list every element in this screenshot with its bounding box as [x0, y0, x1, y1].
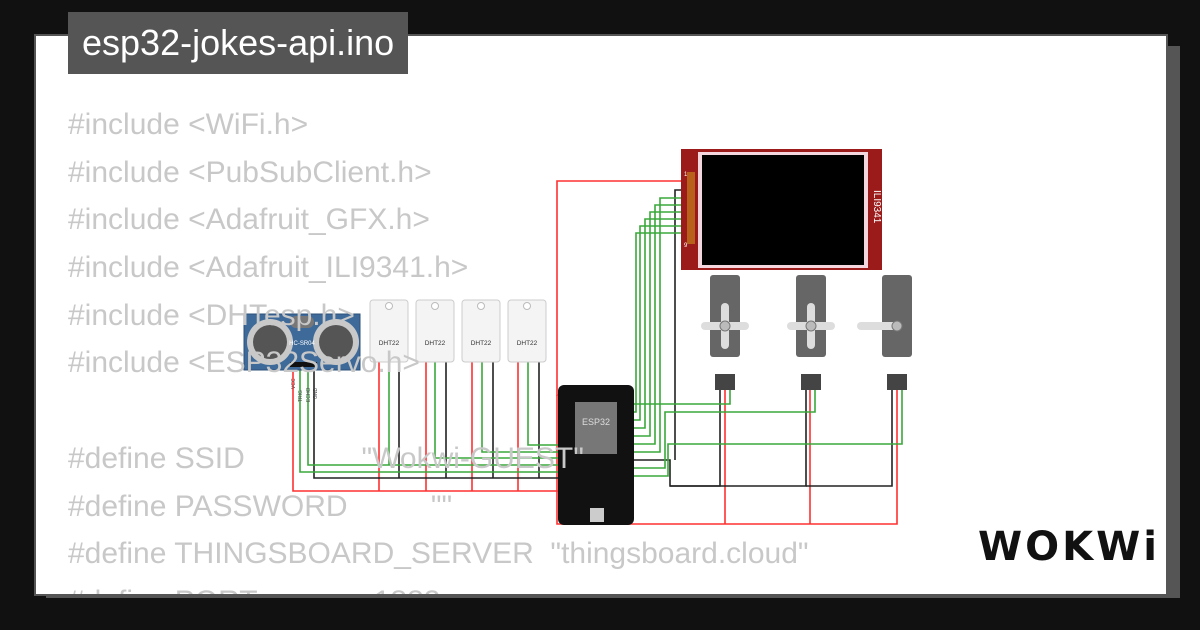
signal-wires	[299, 197, 903, 477]
servo-motor[interactable]	[787, 275, 835, 390]
display-pin-first: 1	[684, 172, 688, 178]
ultrasonic-label: HC-SR04	[289, 341, 315, 347]
code-area: #include <WiFi.h> #include <PubSubClient…	[34, 34, 1168, 596]
ultrasonic-pin-trig: TRIG	[298, 390, 304, 402]
code-line: #define PORT 1883	[68, 578, 809, 594]
code-line: #include <DHTesp.h>	[68, 298, 355, 332]
code-background: #include <WiFi.h> #include <PubSubClient…	[68, 101, 809, 594]
dht22-label: DHT22	[379, 340, 400, 347]
dht22-sensor[interactable]: DHT22	[461, 299, 501, 363]
ultrasonic-pin-echo: ECHO	[306, 387, 312, 402]
file-title: esp32-jokes-api.ino	[68, 12, 409, 74]
dht22-label: DHT22	[517, 340, 538, 347]
code-line: #include <WiFi.h>	[68, 108, 309, 141]
wokwi-logo: WOKWi	[978, 524, 1160, 570]
dht22-label: DHT22	[425, 340, 446, 347]
esp32-label: ESP32	[582, 417, 610, 427]
code-line: #define THINGSBOARD_SERVER "thingsboard.…	[68, 537, 809, 571]
servo-motor[interactable]	[857, 275, 912, 390]
code-line	[68, 387, 809, 435]
code-line: #include <PubSubClient.h>	[68, 155, 432, 189]
code-line: #include <Adafruit_GFX.h>	[68, 203, 430, 237]
ultrasonic-pin-gnd: GND	[313, 388, 319, 400]
ultrasonic-sensor[interactable]: HC-SR04 VCC TRIG ECHO GND	[243, 313, 361, 402]
display-label: ILI9341	[871, 190, 882, 224]
servo-motor[interactable]	[701, 275, 749, 390]
dht22-sensors: DHT22 DHT22 DHT22 DHT22	[369, 299, 547, 363]
dht22-sensor[interactable]: DHT22	[507, 299, 547, 363]
dht22-sensor[interactable]: DHT22	[369, 299, 409, 363]
dht22-label: DHT22	[471, 340, 492, 347]
code-line: #include <Adafruit_ILI9341.h>	[68, 251, 469, 285]
display-pin-last: 9	[684, 243, 688, 249]
esp32-board[interactable]: ESP32	[558, 385, 634, 525]
code-line: #define SSID "Wokwi-GUEST"	[68, 441, 584, 475]
dht22-sensor[interactable]: DHT22	[415, 299, 455, 363]
code-line: #include <ESP32Servo.h>	[68, 346, 420, 380]
ili9341-display[interactable]: ILI9341 1 9	[681, 149, 882, 270]
code-line: #define PASSWORD ""	[68, 489, 453, 523]
ultrasonic-pin-vcc: VCC	[291, 378, 297, 389]
ground-wires	[313, 189, 893, 487]
